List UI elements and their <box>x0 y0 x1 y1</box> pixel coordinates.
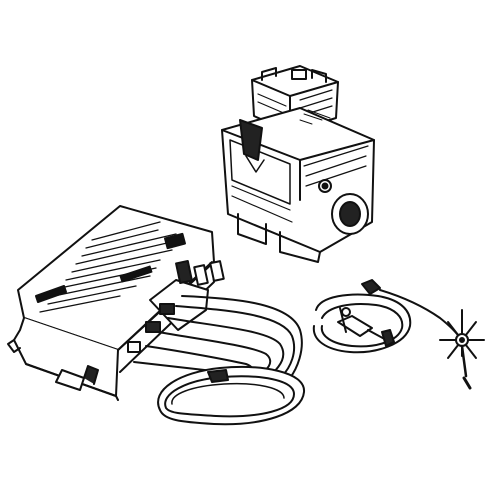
gas-valve <box>221 65 375 263</box>
flame-sensor-assembly <box>312 279 485 390</box>
wiring-harness <box>133 295 306 426</box>
ignition-control-module <box>7 205 225 401</box>
